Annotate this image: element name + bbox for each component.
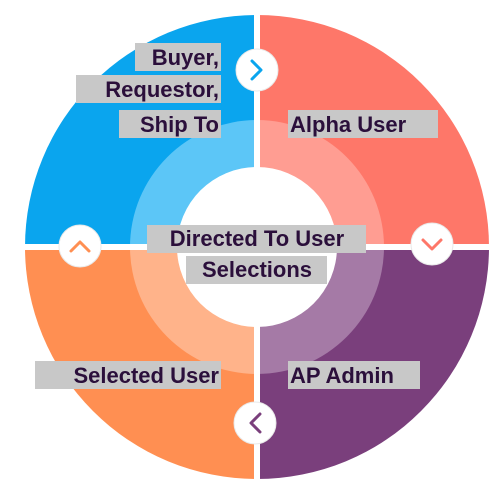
center-label-line-1: Directed To User xyxy=(170,226,345,251)
segment-label-buyer: Buyer, xyxy=(152,45,219,70)
center-label-bg-2 xyxy=(186,256,327,284)
center-label-bg-1 xyxy=(147,225,366,253)
segment-label-requestor: Requestor, xyxy=(105,77,219,102)
chevron-up-icon xyxy=(58,224,102,268)
label-bg xyxy=(288,110,438,138)
segment-label-alpha-user: Alpha User xyxy=(290,112,407,137)
segment-label-ship-to: Ship To xyxy=(140,112,219,137)
chevron-left-icon xyxy=(233,401,277,445)
label-bottom-left: Selected User xyxy=(35,361,221,389)
segment-label-selected-user: Selected User xyxy=(73,363,219,388)
label-bg xyxy=(135,43,221,71)
chevron-right-icon xyxy=(235,48,279,92)
label-bottom-right: AP Admin xyxy=(288,361,420,389)
label-bg xyxy=(119,110,221,138)
center-label-line-2: Selections xyxy=(202,257,312,282)
label-bg xyxy=(288,361,420,389)
label-top-left: Buyer, Requestor, Ship To xyxy=(76,43,221,138)
label-bg xyxy=(35,361,221,389)
label-top-right: Alpha User xyxy=(288,110,438,138)
label-bg xyxy=(76,75,221,103)
segment-label-ap-admin: AP Admin xyxy=(290,363,394,388)
center-label: Directed To User Selections xyxy=(147,225,366,284)
chevron-down-icon xyxy=(410,222,454,266)
